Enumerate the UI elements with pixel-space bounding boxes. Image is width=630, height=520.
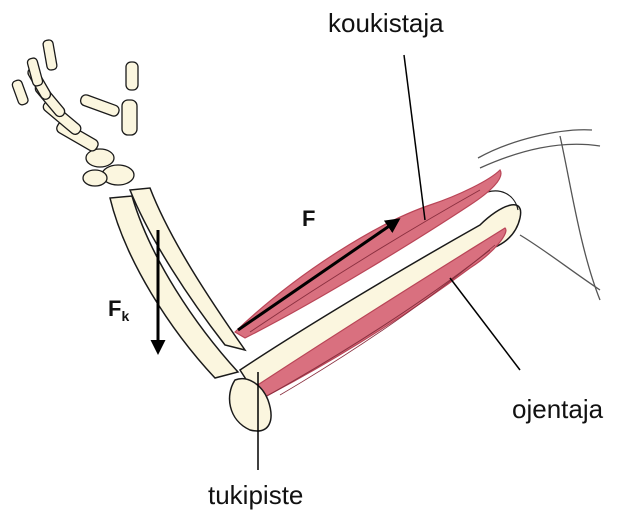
extensor-leader-line — [450, 278, 520, 370]
label-leader-lines — [258, 55, 520, 470]
flexor-label: koukistaja — [328, 8, 444, 39]
muscle-force-label: F — [302, 206, 315, 232]
forearm-bones — [110, 188, 245, 378]
hand-bones — [11, 39, 138, 186]
load-force-label: Fk — [108, 296, 129, 324]
load-force-symbol: F — [108, 296, 121, 321]
extensor-label: ojentaja — [512, 394, 603, 425]
load-force-subscript: k — [121, 308, 129, 324]
flexor-leader-line — [404, 55, 425, 220]
fulcrum-label: tukipiste — [208, 480, 303, 511]
